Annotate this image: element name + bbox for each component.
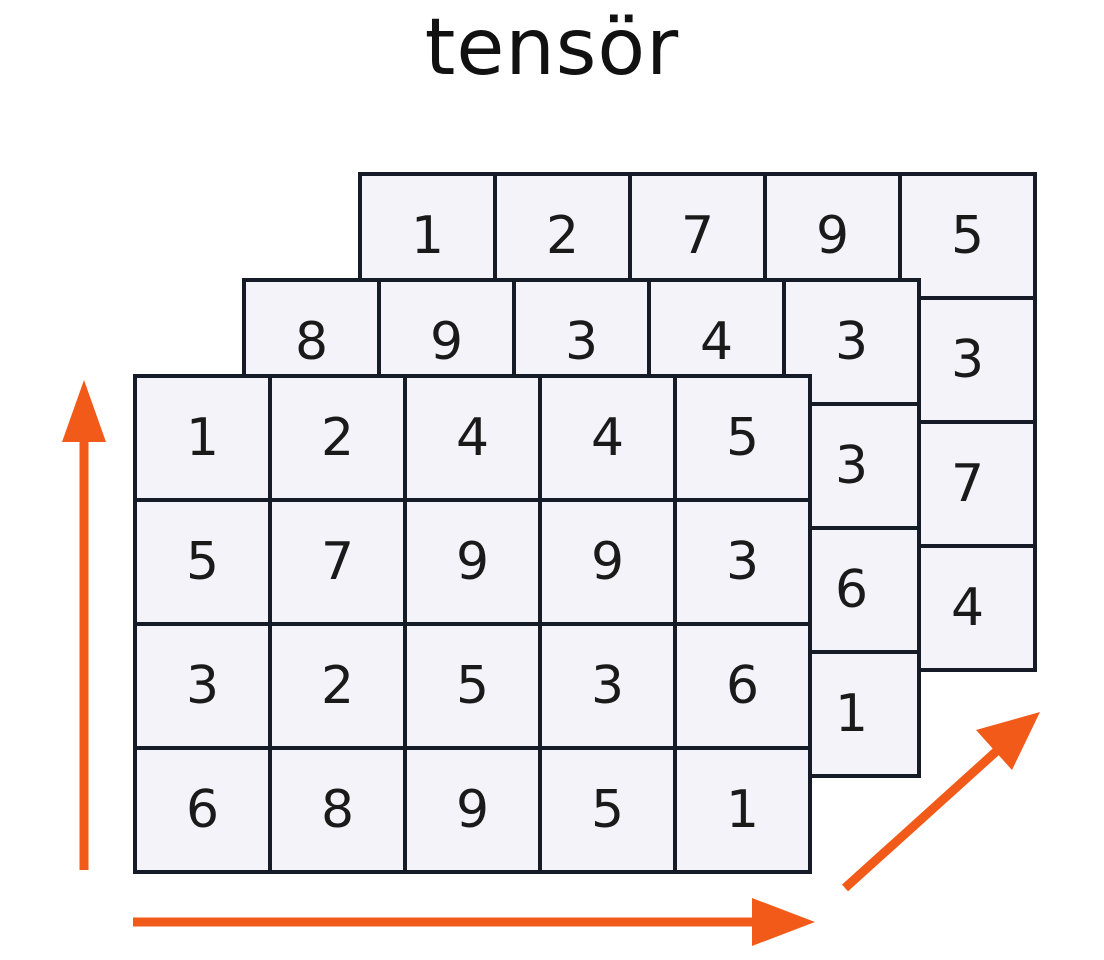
tensor-cell: 4 (900, 546, 1035, 670)
tensor-cell: 6 (675, 624, 810, 748)
tensor-cell: 7 (270, 500, 405, 624)
tensor-cell: 7 (900, 422, 1035, 546)
tensor-cell: 3 (675, 500, 810, 624)
tensor-cell: 4 (540, 376, 675, 500)
tensor-cell: 9 (405, 748, 540, 872)
tensor-cell: 2 (270, 376, 405, 500)
tensor-cell: 7 (630, 174, 765, 298)
tensor-cell: 9 (405, 500, 540, 624)
tensor-cell: 2 (270, 624, 405, 748)
tensor-cell: 5 (675, 376, 810, 500)
tensor-cell: 8 (270, 748, 405, 872)
tensor-cell: 5 (405, 624, 540, 748)
tensor-cell: 4 (405, 376, 540, 500)
right-arrow-icon (133, 898, 815, 946)
tensor-cell: 1 (135, 376, 270, 500)
tensor-cell: 3 (135, 624, 270, 748)
tensor-cell: 9 (765, 174, 900, 298)
up-arrow-icon (62, 380, 106, 870)
tensor-cell: 6 (135, 748, 270, 872)
page-title: tensör (424, 3, 680, 93)
tensor-cell: 1 (675, 748, 810, 872)
diagonal-arrow-icon (841, 712, 1040, 892)
tensor-cell: 2 (495, 174, 630, 298)
tensor-cell: 9 (540, 500, 675, 624)
tensor-cell: 3 (900, 298, 1035, 422)
tensor-cell: 5 (540, 748, 675, 872)
tensor-cell: 3 (540, 624, 675, 748)
tensor-cell: 5 (900, 174, 1035, 298)
tensor-cell: 5 (135, 500, 270, 624)
